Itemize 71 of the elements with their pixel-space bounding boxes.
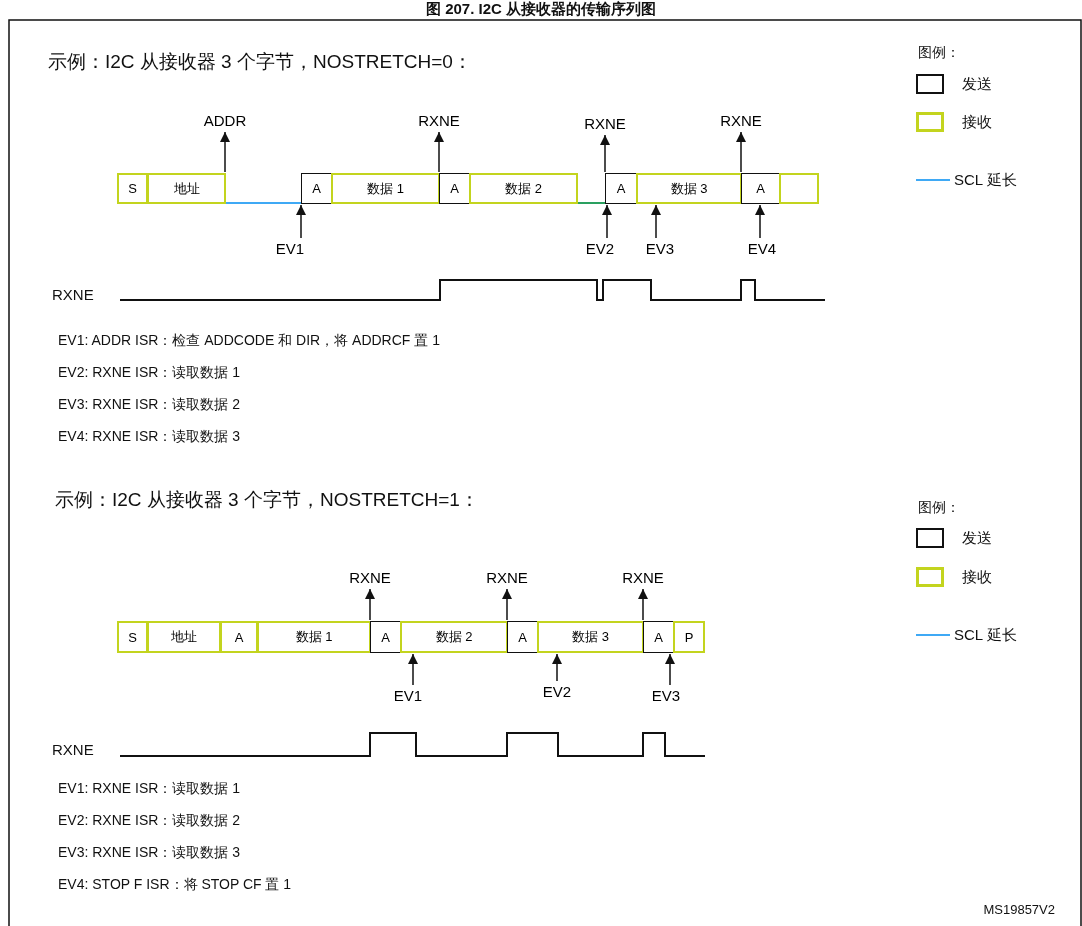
frame-field: S [117,173,148,204]
arrow [365,588,375,621]
legend-text: 接收 [962,567,992,587]
frame-field: P [673,621,705,653]
arrow [408,653,418,686]
signal-label: EV2 [585,239,615,259]
frame-field: 数据 2 [469,173,578,204]
frame-field: 地址 [147,173,226,204]
signal-label: RXNE [418,111,460,131]
frame-field: 数据 2 [400,621,508,653]
signal-label: EV3 [645,239,675,259]
scl-stretch-line [225,202,302,204]
arrow [552,653,562,682]
signal-name: RXNE [52,740,94,760]
signal-name: RXNE [52,285,94,305]
frame-field: S [117,621,148,653]
figure-code: MS19857V2 [983,901,1055,919]
event-note: EV4: STOP F ISR：将 STOP CF 置 1 [58,875,292,894]
frame-field: 数据 3 [537,621,644,653]
event-note: EV2: RXNE ISR：读取数据 1 [58,363,241,382]
arrow [651,204,661,239]
frame-field: 地址 [147,621,221,653]
event-note: EV2: RXNE ISR：读取数据 2 [58,811,241,830]
arrow [600,134,610,173]
frame-field: A [370,621,401,653]
event-note: EV3: RXNE ISR：读取数据 3 [58,843,241,862]
arrow [602,204,612,239]
arrow [736,131,746,173]
arrow [220,131,230,173]
frame-field: A [301,173,332,204]
arrow [755,204,765,239]
signal-label: RXNE [486,568,528,588]
signal-label: ADDR [203,111,247,131]
signal-label: RXNE [584,114,626,134]
signal-label: RXNE [720,111,762,131]
frame-field: A [605,173,637,204]
arrow [434,131,444,173]
figure-title: 图 207. I2C 从接收器的传输序列图 [424,0,657,18]
frame-field: A [507,621,538,653]
legend-heading: 图例： [918,498,960,517]
legend-text: SCL 延长 [954,625,1017,645]
frame-field: A [643,621,674,653]
arrow [502,588,512,621]
signal-label: EV2 [542,682,572,702]
arrow [665,653,675,686]
legend-text: 发送 [962,74,992,94]
frame-field: 数据 1 [331,173,440,204]
legend-text: 接收 [962,112,992,132]
event-note: EV1: RXNE ISR：读取数据 1 [58,779,241,798]
arrow [296,204,306,239]
legend-text: 发送 [962,528,992,548]
frame-field: A [439,173,470,204]
frame-field: A [220,621,258,653]
frame-field: 数据 1 [257,621,371,653]
signal-label: EV4 [747,239,777,259]
section-heading: 示例：I2C 从接收器 3 个字节，NOSTRETCH=1： [55,490,479,510]
frame-field: 数据 3 [636,173,742,204]
legend-heading: 图例： [918,43,960,62]
event-note: EV4: RXNE ISR：读取数据 3 [58,427,241,446]
event-note: EV3: RXNE ISR：读取数据 2 [58,395,241,414]
signal-label: EV3 [651,686,681,706]
signal-label: EV1 [393,686,423,706]
scl-stretch-line [577,202,606,204]
legend-text: SCL 延长 [954,170,1017,190]
arrow [638,588,648,621]
signal-label: EV1 [275,239,305,259]
event-note: EV1: ADDR ISR：检查 ADDCODE 和 DIR，将 ADDRCF 置 1 [58,331,440,350]
frame-field: A [741,173,780,204]
section-heading: 示例：I2C 从接收器 3 个字节，NOSTRETCH=0： [48,52,472,72]
signal-label: RXNE [622,568,664,588]
signal-label: RXNE [349,568,391,588]
